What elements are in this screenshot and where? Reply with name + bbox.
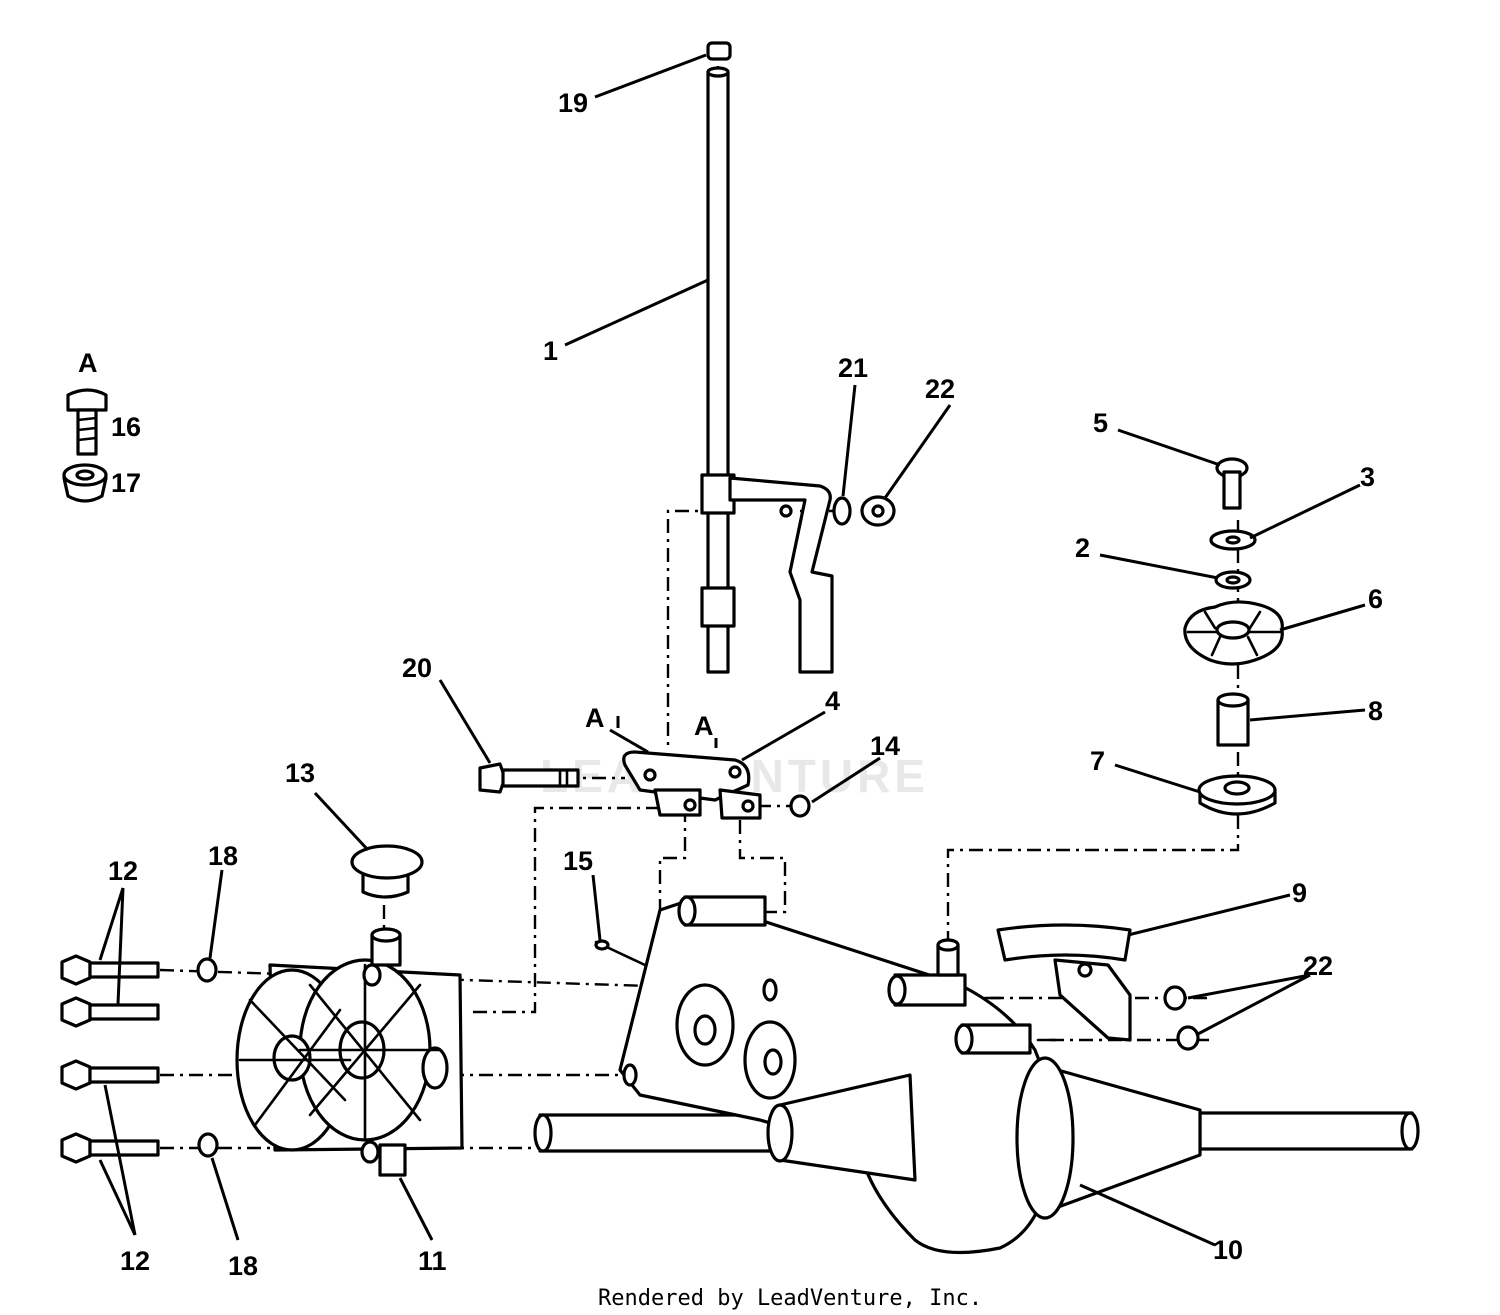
washer-part-2 bbox=[1214, 570, 1252, 590]
callout-ref-a-1: A bbox=[585, 703, 605, 733]
callout-18-top: 18 bbox=[208, 841, 238, 871]
callout-12-top: 12 bbox=[108, 856, 138, 886]
shield-part-9 bbox=[996, 923, 1132, 1042]
callout-21: 21 bbox=[838, 353, 868, 383]
shift-lever-part-1 bbox=[700, 66, 834, 674]
callout-18-bottom: 18 bbox=[228, 1251, 258, 1281]
pin-part-15 bbox=[594, 939, 647, 967]
callout-12-bottom: 12 bbox=[120, 1246, 150, 1276]
callout-11: 11 bbox=[418, 1246, 447, 1276]
washer-part-18-lower bbox=[197, 1132, 219, 1158]
callout-4: 4 bbox=[825, 686, 840, 716]
legend: A 16 17 bbox=[62, 348, 141, 503]
callout-labels: 19 1 21 22 5 3 2 6 8 7 9 22 10 4 14 20 A… bbox=[108, 88, 1383, 1281]
cap-part-19 bbox=[706, 41, 732, 61]
washer-part-3 bbox=[1209, 529, 1257, 551]
legend-item-16: 16 bbox=[111, 412, 141, 442]
fan-part-11 bbox=[235, 927, 464, 1177]
pulley-part-7 bbox=[1197, 774, 1277, 816]
callout-2: 2 bbox=[1075, 533, 1090, 563]
callout-15: 15 bbox=[563, 846, 593, 876]
callout-5: 5 bbox=[1093, 408, 1108, 438]
washer-part-18-upper bbox=[196, 957, 218, 983]
washer-part-21 bbox=[832, 496, 852, 526]
nut-part-22-upper bbox=[1163, 985, 1187, 1011]
callout-10: 10 bbox=[1213, 1235, 1243, 1265]
callout-22-top: 22 bbox=[925, 374, 955, 404]
fan-part-6 bbox=[1183, 600, 1284, 666]
bracket-part-4 bbox=[622, 750, 762, 820]
bolt-part-12-row3 bbox=[60, 1059, 160, 1091]
callout-3: 3 bbox=[1360, 462, 1375, 492]
leader-lines bbox=[98, 53, 1366, 1247]
callout-19: 19 bbox=[558, 88, 588, 118]
nut-part-22-lower bbox=[1176, 1025, 1200, 1051]
callout-ref-a-2: A bbox=[694, 711, 714, 741]
lock-nut-legend-17 bbox=[62, 463, 108, 503]
callout-22-right: 22 bbox=[1303, 951, 1333, 981]
callout-8: 8 bbox=[1368, 696, 1383, 726]
callout-7: 7 bbox=[1090, 746, 1105, 776]
bolt-part-12-row4 bbox=[60, 1132, 160, 1164]
nut-part-14 bbox=[789, 794, 811, 818]
callout-6: 6 bbox=[1368, 584, 1383, 614]
bolt-part-20 bbox=[478, 762, 580, 794]
callout-1: 1 bbox=[543, 336, 558, 366]
callout-14: 14 bbox=[870, 731, 900, 761]
legend-ref: A bbox=[78, 348, 98, 378]
legend-item-17: 17 bbox=[111, 468, 141, 498]
bolt-part-12-row2 bbox=[60, 996, 160, 1028]
cap-part-13 bbox=[350, 844, 424, 899]
callout-13: 13 bbox=[285, 758, 315, 788]
hex-bolt-legend-16 bbox=[66, 388, 108, 456]
callout-9: 9 bbox=[1292, 878, 1307, 908]
bolt-part-5 bbox=[1215, 457, 1249, 510]
callout-20: 20 bbox=[402, 653, 432, 683]
nut-part-22 bbox=[860, 495, 896, 527]
bolt-part-12-row1 bbox=[60, 954, 160, 986]
footer-credit: Rendered by LeadVenture, Inc. bbox=[598, 1286, 982, 1311]
spacer-part-8 bbox=[1216, 692, 1250, 747]
transaxle-part-10 bbox=[533, 895, 1420, 1255]
